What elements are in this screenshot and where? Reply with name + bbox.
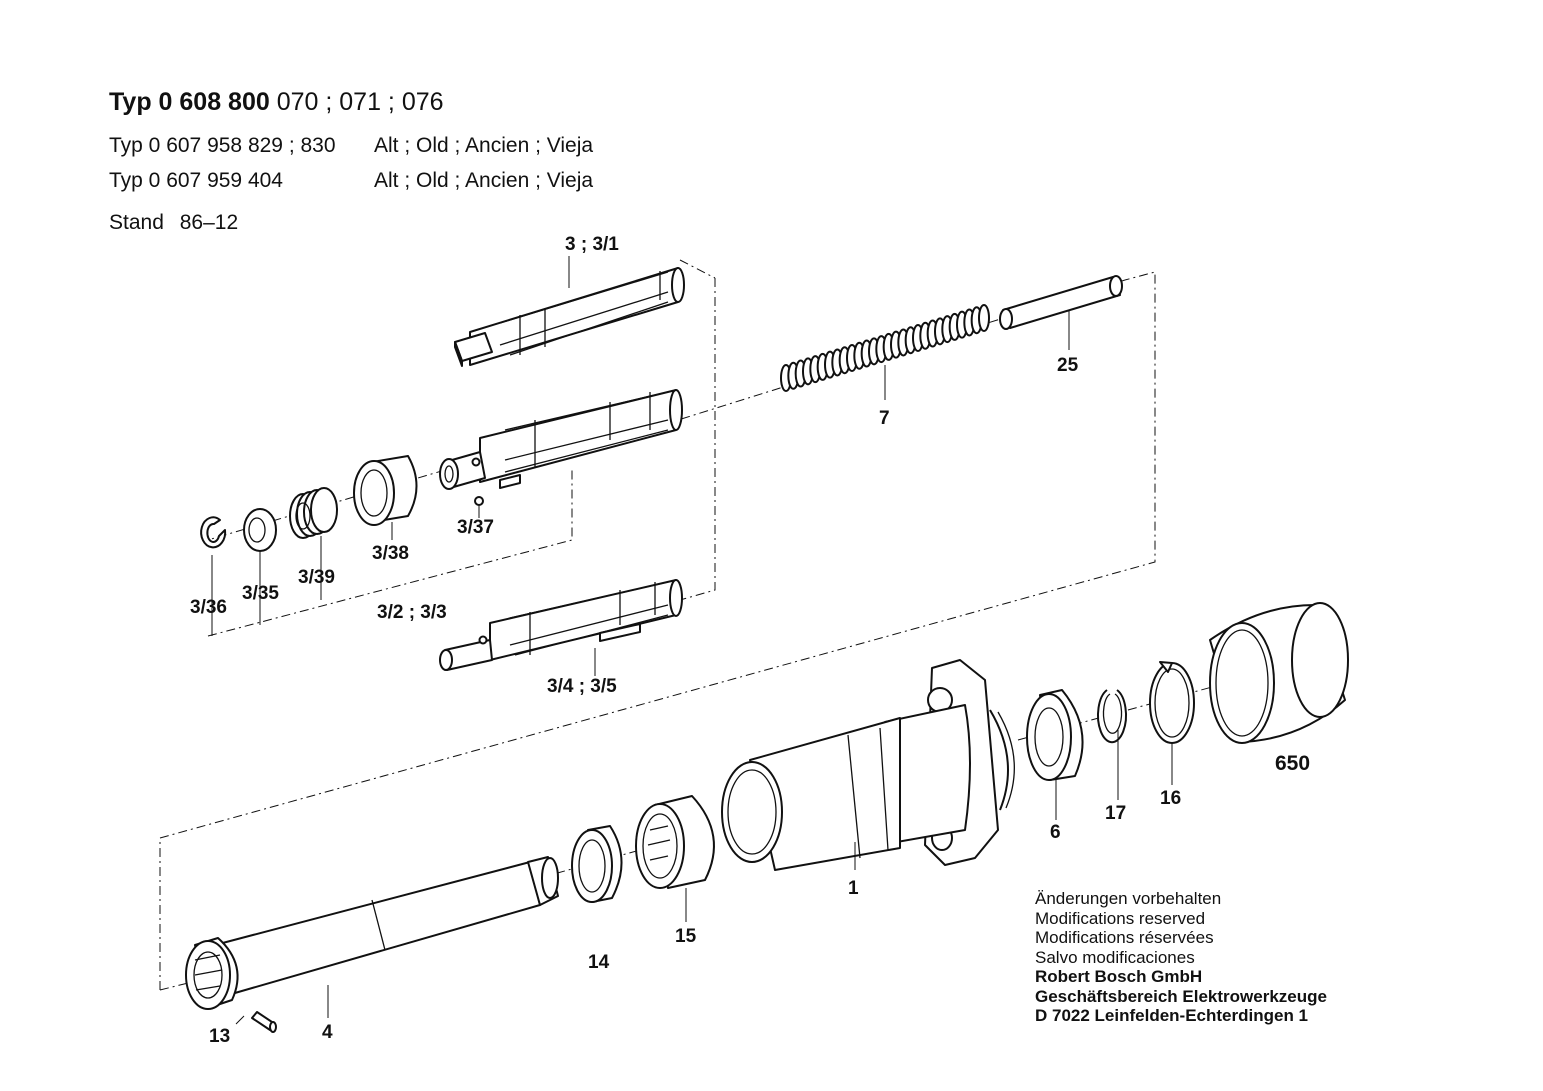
label-part-3-35: 3/35 [242, 583, 279, 604]
label-part-3-4-3-5: 3/4 ; 3/5 [547, 676, 617, 697]
notes-line-fr: Modifications réservées [1035, 928, 1214, 947]
legal-notes: Änderungen vorbehalten Modifications res… [1035, 889, 1327, 1026]
label-part-13: 13 [209, 1026, 230, 1047]
label-part-25: 25 [1057, 355, 1079, 376]
old-type-code-2: Typ 0 607 959 404 [109, 169, 283, 192]
label-part-14: 14 [588, 952, 610, 973]
label-part-650: 650 [1275, 752, 1310, 775]
label-part-7: 7 [879, 408, 890, 429]
splined-shaft-3-4-3-5 [439, 579, 683, 671]
stand-line: Stand 86–12 [109, 211, 238, 235]
spring-7-coil [978, 304, 990, 332]
label-part-4: 4 [322, 1022, 333, 1043]
company-division: Geschäftsbereich Elektrowerkzeuge [1035, 986, 1327, 1006]
notes-line-de: Änderungen vorbehalten [1035, 889, 1222, 908]
bearing-6 [1026, 689, 1084, 781]
label-part-3-2-3-3: 3/2 ; 3/3 [377, 602, 447, 623]
stand-value: 86–12 [179, 211, 239, 234]
circlip-16 [1149, 661, 1195, 744]
circlip-3-36 [200, 516, 227, 549]
old-type-note-2: Alt ; Old ; Ancien ; Vieja [374, 169, 594, 192]
spring-3-39 [289, 487, 338, 539]
housing-1 [721, 659, 1015, 871]
label-part-3-37: 3/37 [457, 517, 494, 538]
company-address: D 7022 Leinfelden-Echterdingen 1 [1035, 1006, 1309, 1025]
ball-3-37 [474, 496, 484, 506]
notes-line-en: Modifications reserved [1035, 908, 1206, 928]
label-part-16: 16 [1160, 788, 1181, 809]
title-variants: 070 ; 071 ; 076 [276, 88, 444, 116]
spring-7 [780, 304, 990, 392]
label-part-3-3-1: 3 ; 3/1 [565, 234, 619, 255]
old-type-note-1: Alt ; Old ; Ancien ; Vieja [374, 134, 594, 157]
label-part-15: 15 [675, 926, 697, 947]
bushing-15 [635, 795, 715, 889]
label-part-1: 1 [848, 878, 859, 899]
pin-13 [251, 1011, 277, 1033]
leader-lines [211, 256, 1173, 1025]
old-type-code-1: Typ 0 607 958 829 ; 830 [109, 134, 336, 157]
circlip-17 [1097, 689, 1127, 744]
old-type-line-1: Typ 0 607 958 829 ; 830 Alt ; Old ; Anci… [109, 134, 593, 158]
label-part-3-38: 3/38 [372, 543, 409, 564]
sleeve-3-38 [353, 455, 418, 526]
seal-ring-14 [571, 825, 623, 903]
old-type-line-2: Typ 0 607 959 404 Alt ; Old ; Ancien ; V… [109, 169, 593, 193]
shaft-4 [185, 856, 559, 1010]
company-name: Robert Bosch GmbH [1035, 967, 1203, 986]
washer-3-35 [243, 508, 277, 552]
splined-shaft-3-2-3-3 [439, 389, 683, 490]
label-part-3-36: 3/36 [190, 597, 227, 618]
pin-25 [999, 275, 1123, 330]
splined-shaft-3-3-1 [454, 267, 685, 367]
page-title: Typ 0 608 800 070 ; 071 ; 076 [109, 88, 444, 117]
notes-line-es: Salvo modificaciones [1035, 947, 1195, 967]
label-part-6: 6 [1050, 822, 1061, 843]
cover-650 [1209, 602, 1349, 744]
label-part-17: 17 [1105, 803, 1126, 824]
stand-label: Stand [109, 211, 164, 234]
title-type-number: Typ 0 608 800 [109, 88, 270, 116]
label-part-3-39: 3/39 [298, 567, 335, 588]
